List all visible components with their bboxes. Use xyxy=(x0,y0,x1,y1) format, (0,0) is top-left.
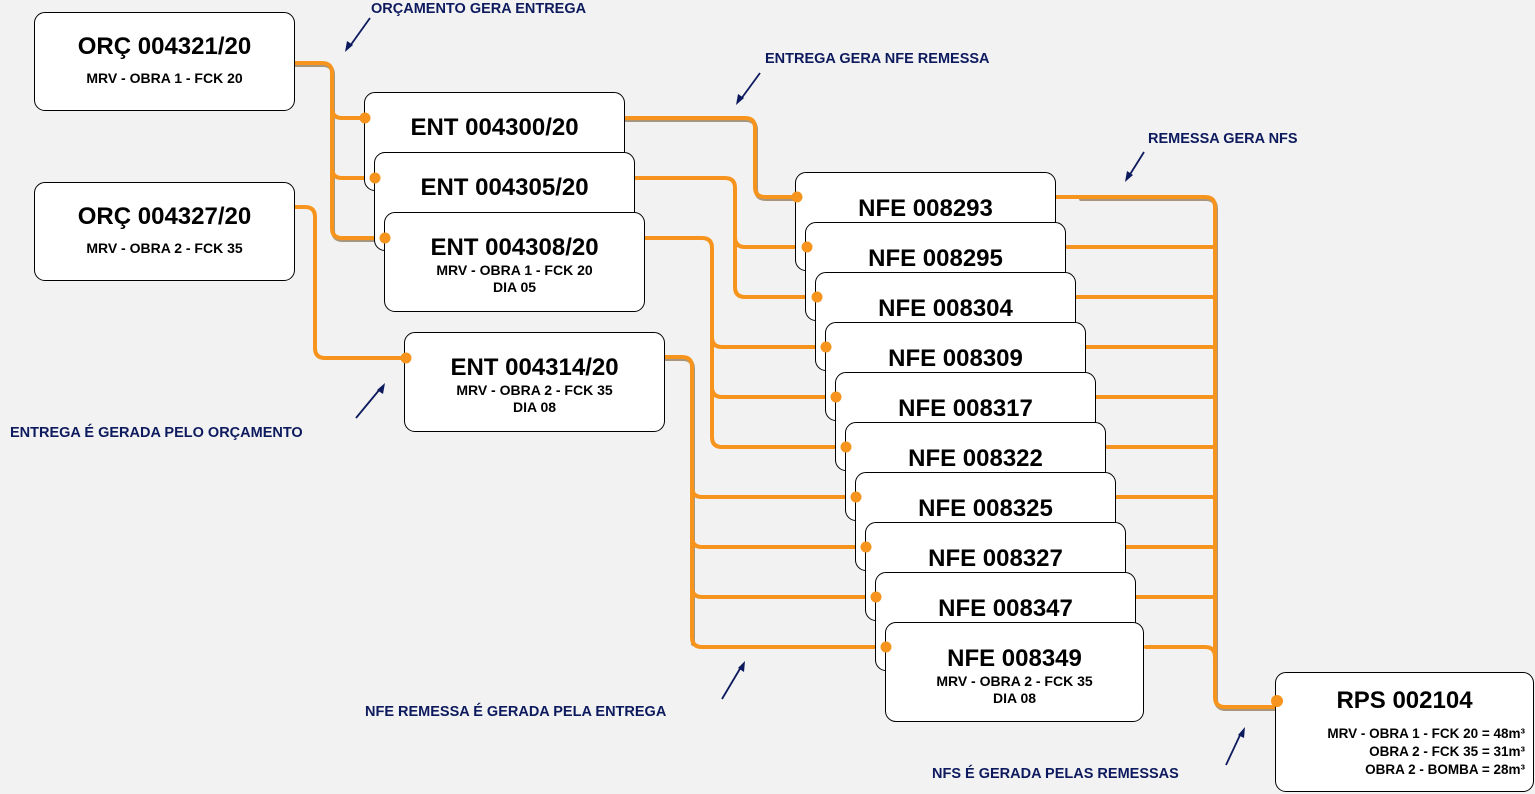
orcamento-box-004327[interactable]: ORÇ 004327/20 MRV - OBRA 2 - FCK 35 xyxy=(34,182,295,281)
note-nfe-gerada-entrega: NFE REMESSA É GERADA PELA ENTREGA xyxy=(365,704,667,720)
entrega-title: ENT 004314/20 xyxy=(450,354,619,381)
connection-dots xyxy=(359,112,1283,707)
rps-line: OBRA 2 - BOMBA = 28m³ xyxy=(1365,762,1525,777)
arrow-icon xyxy=(1225,727,1245,766)
rps-title: RPS 002104 xyxy=(1336,687,1473,714)
rps-line: OBRA 2 - FCK 35 = 31m³ xyxy=(1369,744,1525,759)
note-nfs-gerada-remessas: NFS É GERADA PELAS REMESSAS xyxy=(932,766,1179,782)
entrega-box-004314[interactable]: ENT 004314/20 MRV - OBRA 2 - FCK 35 DIA … xyxy=(404,332,665,432)
entrega-subtitle: MRV - OBRA 2 - FCK 35 xyxy=(456,382,613,398)
entrega-day: DIA 08 xyxy=(512,399,557,415)
rps-box-002104[interactable]: RPS 002104 MRV - OBRA 1 - FCK 20 = 48m³ … xyxy=(1275,672,1534,792)
nfe-title: NFE 008349 xyxy=(947,645,1082,672)
note-remessa-gera-nfs: REMESSA GERA NFS xyxy=(1148,131,1298,147)
annotation-arrows xyxy=(345,17,1245,766)
entrega-subtitle: MRV - OBRA 1 - FCK 20 xyxy=(436,262,593,278)
rps-line: MRV - OBRA 1 - FCK 20 = 48m³ xyxy=(1327,726,1525,741)
nfe-title: NFE 008322 xyxy=(908,445,1043,472)
note-entrega-gerada-orcamento: ENTREGA É GERADA PELO ORÇAMENTO xyxy=(10,425,303,441)
orcamento-title: ORÇ 004327/20 xyxy=(77,203,252,230)
arrow-icon xyxy=(721,661,745,700)
nfe-title: NFE 008293 xyxy=(858,195,993,222)
connector-lines xyxy=(293,61,1277,709)
orcamento-subtitle: MRV - OBRA 1 - FCK 20 xyxy=(86,70,243,86)
nfe-subtitle: MRV - OBRA 2 - FCK 35 xyxy=(936,673,1093,689)
nfe-title: NFE 008317 xyxy=(898,395,1033,422)
orcamento-box-004321[interactable]: ORÇ 004321/20 MRV - OBRA 1 - FCK 20 xyxy=(34,12,295,111)
nfe-title: NFE 008325 xyxy=(918,495,1053,522)
entrega-title: ENT 004300/20 xyxy=(410,114,579,141)
arrow-icon xyxy=(736,72,761,105)
orcamento-subtitle: MRV - OBRA 2 - FCK 35 xyxy=(86,240,243,256)
orcamento-title: ORÇ 004321/20 xyxy=(77,33,252,60)
nfe-title: NFE 008295 xyxy=(868,245,1003,272)
arrow-icon xyxy=(355,383,385,419)
entrega-day: DIA 05 xyxy=(492,279,537,295)
nfe-title: NFE 008327 xyxy=(928,545,1063,572)
nfe-title: NFE 008309 xyxy=(888,345,1023,372)
nfe-title: NFE 008347 xyxy=(938,595,1073,622)
entrega-title: ENT 004305/20 xyxy=(420,174,589,201)
nfe-title: NFE 008304 xyxy=(878,295,1013,322)
entrega-box-004308[interactable]: ENT 004308/20 MRV - OBRA 1 - FCK 20 DIA … xyxy=(384,212,645,312)
note-orcamento-gera-entrega: ORÇAMENTO GERA ENTREGA xyxy=(371,1,587,17)
rps-summary: MRV - OBRA 1 - FCK 20 = 48m³ OBRA 2 - FC… xyxy=(1276,725,1533,779)
arrow-icon xyxy=(1125,151,1145,182)
note-entrega-gera-nfe: ENTREGA GERA NFE REMESSA xyxy=(765,51,990,67)
arrow-icon xyxy=(345,17,371,52)
entrega-title: ENT 004308/20 xyxy=(430,234,599,261)
nfe-day: DIA 08 xyxy=(992,690,1037,706)
nfe-box-008349[interactable]: NFE 008349 MRV - OBRA 2 - FCK 35 DIA 08 xyxy=(885,622,1144,722)
